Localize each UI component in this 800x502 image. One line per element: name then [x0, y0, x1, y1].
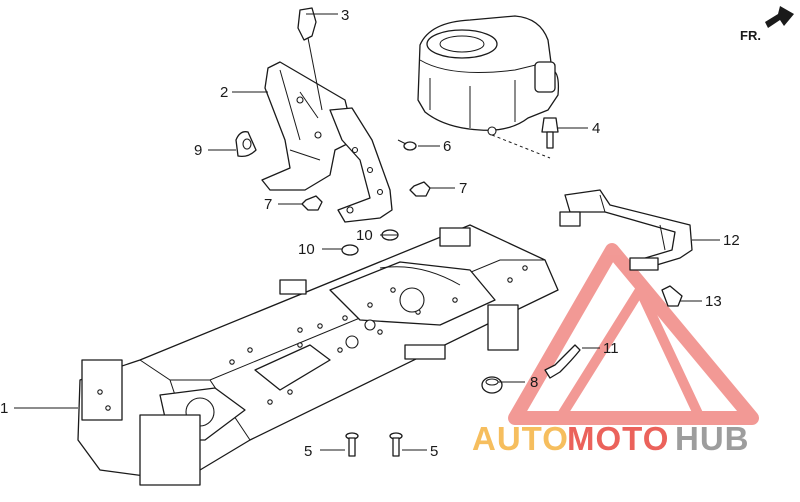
- clip-part-11: [544, 344, 581, 379]
- watermark-moto: MOTO: [567, 420, 669, 457]
- callout-4: 4: [592, 120, 600, 137]
- callout-5a: 5: [304, 443, 312, 460]
- callout-6: 6: [443, 138, 451, 155]
- callout-10b: 10: [356, 227, 373, 244]
- clip-part-3: [297, 7, 323, 111]
- watermark-auto: AUTO: [472, 420, 569, 457]
- callout-3: 3: [341, 7, 349, 24]
- screw-part-5b: [389, 432, 403, 457]
- main-frame: [77, 224, 559, 486]
- handle-part-12: [559, 189, 693, 271]
- callout-7a: 7: [264, 196, 272, 213]
- callout-2: 2: [220, 84, 228, 101]
- grommet-part-10a: [341, 244, 359, 256]
- callout-5b: 5: [430, 443, 438, 460]
- callout-13: 13: [705, 293, 722, 310]
- callouts: 1 2 3 4 5 5 6 7 7 8 9 10 10 11 12 13: [0, 7, 740, 460]
- front-arrow-icon: [765, 6, 794, 28]
- watermark-hub: HUB: [675, 420, 750, 457]
- upper-bracket: [261, 61, 393, 223]
- callout-10a: 10: [298, 241, 315, 258]
- nut-part-7a: [301, 195, 323, 211]
- engine-assembly: [417, 15, 560, 159]
- watermark-brand: AUTO MOTO HUB: [472, 420, 750, 457]
- front-direction-indicator: FR.: [740, 6, 794, 43]
- callout-12: 12: [723, 232, 740, 249]
- nut-part-7b: [409, 181, 431, 197]
- clamp-part-9: [235, 131, 257, 158]
- front-direction-label: FR.: [740, 28, 761, 43]
- callout-7b: 7: [459, 180, 467, 197]
- callout-1: 1: [0, 400, 8, 417]
- callout-9: 9: [194, 142, 202, 159]
- callout-11: 11: [603, 340, 619, 357]
- watermark-logo-triangle: [508, 243, 759, 425]
- bolt-part-4: [541, 117, 559, 149]
- callout-8: 8: [530, 374, 538, 391]
- leader-lines: [14, 13, 720, 451]
- cap-part-8: [481, 376, 503, 394]
- screw-part-6: [397, 139, 417, 151]
- screw-part-5a: [345, 432, 359, 457]
